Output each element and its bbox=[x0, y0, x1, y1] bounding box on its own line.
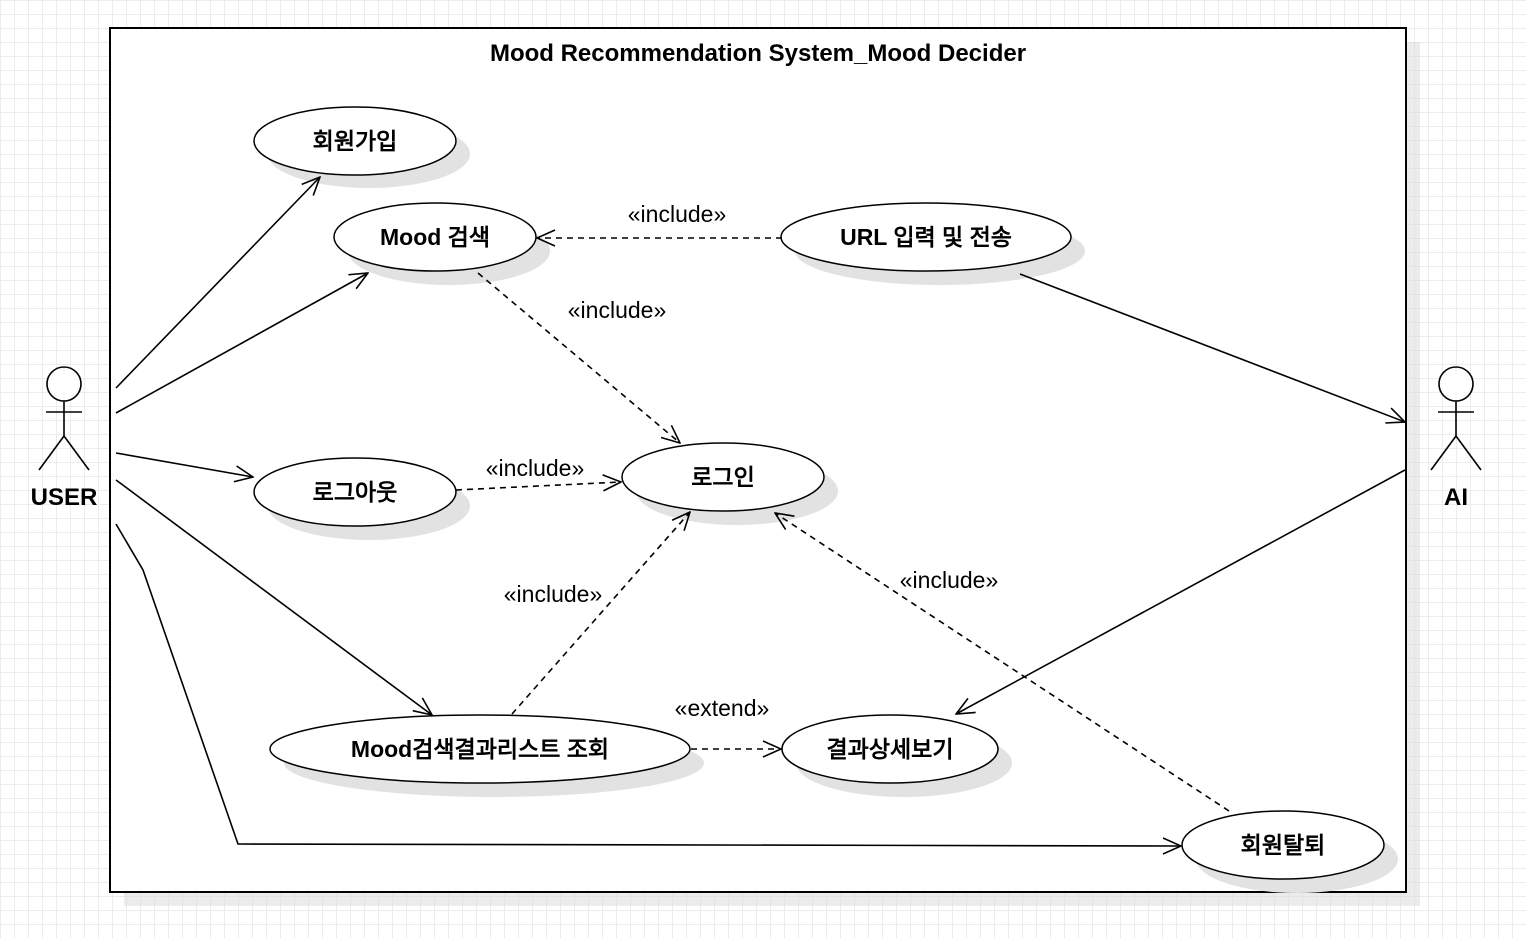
assoc-user-signup bbox=[115, 177, 320, 389]
actor-user-label: USER bbox=[31, 484, 98, 511]
stereotype-search-to-login: «include» bbox=[568, 297, 666, 323]
assoc-user-withdraw bbox=[115, 523, 1181, 846]
actor-ai-label: AI bbox=[1444, 484, 1468, 511]
use-case-result-list-label: Mood검색결과리스트 조회 bbox=[351, 736, 609, 762]
stereotype-list-to-login: «include» bbox=[504, 581, 602, 607]
assoc-user-logout bbox=[115, 452, 253, 477]
use-case-login-label: 로그인 bbox=[691, 464, 754, 490]
dep-list-to-login bbox=[511, 512, 690, 715]
use-case-withdraw-label: 회원탈퇴 bbox=[1241, 832, 1326, 858]
use-case-login[interactable]: 로그인 bbox=[621, 442, 838, 525]
use-case-signup-label: 회원가입 bbox=[313, 128, 398, 154]
dep-logout-to-login bbox=[455, 482, 621, 490]
use-case-withdraw[interactable]: 회원탈퇴 bbox=[1181, 810, 1398, 893]
use-case-logout-label: 로그아웃 bbox=[313, 479, 398, 505]
actor-ai[interactable] bbox=[1430, 366, 1482, 471]
dep-withdraw-to-login bbox=[775, 513, 1230, 812]
stereotype-url-to-search: «include» bbox=[628, 201, 726, 227]
stereotype-withdraw-to-login: «include» bbox=[900, 567, 998, 593]
system-title: Mood Recommendation System_Mood Decider bbox=[490, 40, 1026, 67]
use-case-result-list[interactable]: Mood검색결과리스트 조회 bbox=[269, 714, 704, 797]
assoc-url-input-ai bbox=[1019, 273, 1405, 422]
stereotype-list-to-detail: «extend» bbox=[675, 695, 770, 721]
stereotype-logout-to-login: «include» bbox=[486, 455, 584, 481]
dep-search-to-login bbox=[477, 272, 680, 443]
actor-user[interactable] bbox=[38, 366, 90, 471]
use-case-url-input-label: URL 입력 및 전송 bbox=[840, 224, 1012, 250]
use-case-logout[interactable]: 로그아웃 bbox=[253, 457, 470, 540]
assoc-user-mood-search bbox=[115, 273, 368, 414]
use-case-result-detail[interactable]: 결과상세보기 bbox=[781, 714, 1012, 797]
use-case-url-input[interactable]: URL 입력 및 전송 bbox=[780, 202, 1085, 285]
assoc-ai-result-detail bbox=[956, 469, 1406, 714]
use-case-result-detail-label: 결과상세보기 bbox=[827, 736, 954, 762]
use-case-mood-search-label: Mood 검색 bbox=[380, 224, 490, 250]
assoc-user-result-list bbox=[115, 479, 432, 715]
use-case-signup[interactable]: 회원가입 bbox=[253, 106, 470, 188]
